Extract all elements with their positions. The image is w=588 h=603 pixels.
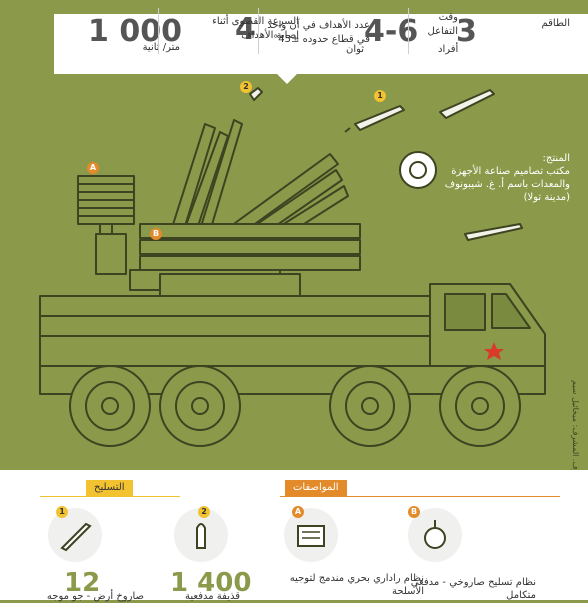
radar-icon — [297, 525, 325, 547]
radar-thumb — [284, 508, 338, 562]
gear-icon — [399, 151, 437, 189]
gun-caption-2: متكامل — [506, 590, 536, 601]
shell-thumb — [174, 508, 228, 562]
wheel — [159, 365, 241, 447]
wheel — [69, 365, 151, 447]
producer-label: المنتج: — [542, 153, 570, 164]
marker-2: 2 — [240, 81, 252, 93]
gun-module-icon — [424, 520, 446, 549]
shell-caption: قذيفة مدفعية — [185, 591, 240, 602]
marker-a: A — [87, 162, 99, 174]
specs-rule — [280, 496, 560, 497]
armament-title: التسليح — [86, 480, 133, 496]
reaction-value: 4-6 — [364, 14, 419, 49]
range-label-2: إصابة الأهداف — [241, 30, 299, 41]
missile-count: 12 — [64, 568, 101, 598]
radar-caption-1: نظام راداري بحري مندمج لتوجيه — [289, 573, 424, 584]
missile-icon — [439, 89, 495, 119]
stat-targets: عدد الأهداف في آن واحد في قطاع حدوده ±45… — [262, 0, 382, 60]
stats-banner — [54, 14, 588, 74]
crew-value: 3 — [456, 14, 477, 49]
separator — [158, 8, 159, 54]
specs-title: المواصفات — [285, 480, 347, 496]
stat-reaction: 4-6 ثوان — [346, 0, 430, 60]
range-label-1: السرعة القصوى أثناء — [212, 16, 299, 27]
gun-badge: B — [408, 506, 420, 518]
missile-icon — [344, 105, 405, 133]
shell-badge: 2 — [198, 506, 210, 518]
wheel — [439, 365, 521, 447]
wheel — [329, 365, 411, 447]
reaction-unit: ثوان — [346, 44, 365, 55]
reaction-label-1: وقت — [438, 12, 458, 23]
shell-icon — [196, 523, 206, 549]
targets-label-2: في قطاع حدوده ±45° — [273, 34, 370, 45]
crew-unit: أفراد — [438, 44, 459, 55]
reaction-label-2: التفاعل — [427, 26, 459, 37]
banner-pointer — [277, 74, 297, 84]
speed-value: 1 000 — [88, 14, 182, 49]
targets-label-1: عدد الأهداف في آن واحد — [267, 20, 370, 31]
producer-line-1: مكتب تصاميم صناعة الأجهزة — [451, 166, 570, 177]
missile-icon — [464, 223, 523, 241]
speed-unit: متر/ ثانية — [142, 42, 180, 53]
gun-caption-1: نظام تسليح صاروخي - مدفعي — [410, 577, 536, 588]
stat-max-speed: 4 السرعة القصوى أثناء إصابة الأهداف — [165, 0, 325, 60]
range-value: 4 — [235, 12, 256, 47]
shell-count: 1 400 — [170, 568, 252, 598]
radar-caption-2: الأسلحة — [392, 586, 424, 597]
producer-line-3: (مدينة تولا) — [523, 192, 570, 203]
producer-line-2: والمعدات باسم أ. غ. شيبونوف — [444, 179, 570, 190]
stat-crew: 3 الطاقم أفراد — [438, 0, 580, 60]
radar-caption: نظام راداري بحري مندمج لتوجيه الأسلحة — [270, 572, 424, 598]
marker-1: 1 — [374, 90, 386, 102]
missile-badge: 1 — [56, 506, 68, 518]
vehicle-illustration — [39, 87, 546, 447]
shell-icon — [249, 87, 263, 101]
crew-label: الطاقم — [541, 18, 570, 29]
radar-badge: A — [292, 506, 304, 518]
missile-icon — [60, 522, 92, 552]
producer-info: المنتج: مكتب تصاميم صناعة الأجهزة والمعد… — [410, 152, 570, 204]
marker-b: B — [150, 228, 162, 240]
stat-reaction-label: وقت التفاعل — [410, 0, 460, 60]
stat-speed: 1 000 متر/ ثانية — [62, 0, 182, 60]
armament-rule — [40, 496, 180, 497]
separator — [408, 8, 409, 54]
separator — [258, 8, 259, 54]
missile-thumb — [48, 508, 102, 562]
missile-caption: صاروخ أرض - جو موجه — [46, 591, 144, 602]
gun-caption: نظام تسليح صاروخي - مدفعي متكامل — [396, 576, 536, 602]
